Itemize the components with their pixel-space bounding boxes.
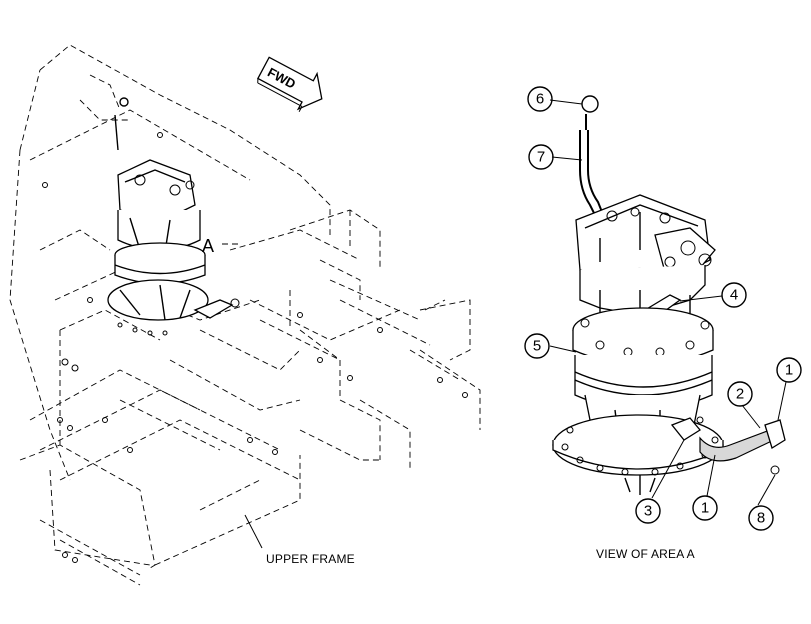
- svg-text:1: 1: [785, 362, 793, 379]
- upper-frame-drawing: A FWD UPPER FRAME: [9, 44, 481, 586]
- callout-6: 6: [527, 86, 553, 112]
- upper-frame-label: UPPER FRAME: [266, 552, 355, 566]
- callout-1-lower: 1: [692, 495, 718, 521]
- view-caption: VIEW OF AREA A: [596, 547, 695, 561]
- svg-text:2: 2: [736, 386, 744, 403]
- swing-drive-small: [107, 97, 240, 336]
- svg-text:6: 6: [536, 91, 544, 108]
- svg-text:7: 7: [537, 149, 545, 166]
- svg-text:5: 5: [533, 338, 541, 355]
- area-a-detail-drawing: 6 7 4 5 1 2 3 1: [524, 86, 802, 561]
- callout-1-upper: 1: [776, 357, 802, 383]
- callout-7: 7: [528, 144, 554, 170]
- svg-text:3: 3: [644, 503, 652, 520]
- callout-3: 3: [635, 498, 661, 524]
- forward-direction-arrow: FWD: [256, 56, 323, 112]
- callout-5: 5: [524, 333, 550, 359]
- area-marker-label: A: [202, 236, 214, 256]
- callout-4: 4: [721, 282, 747, 308]
- svg-text:4: 4: [730, 287, 738, 304]
- callout-2: 2: [727, 381, 753, 407]
- svg-text:8: 8: [757, 510, 765, 527]
- frame-holes: [42, 132, 468, 563]
- svg-text:1: 1: [701, 500, 709, 517]
- callout-8: 8: [748, 505, 774, 531]
